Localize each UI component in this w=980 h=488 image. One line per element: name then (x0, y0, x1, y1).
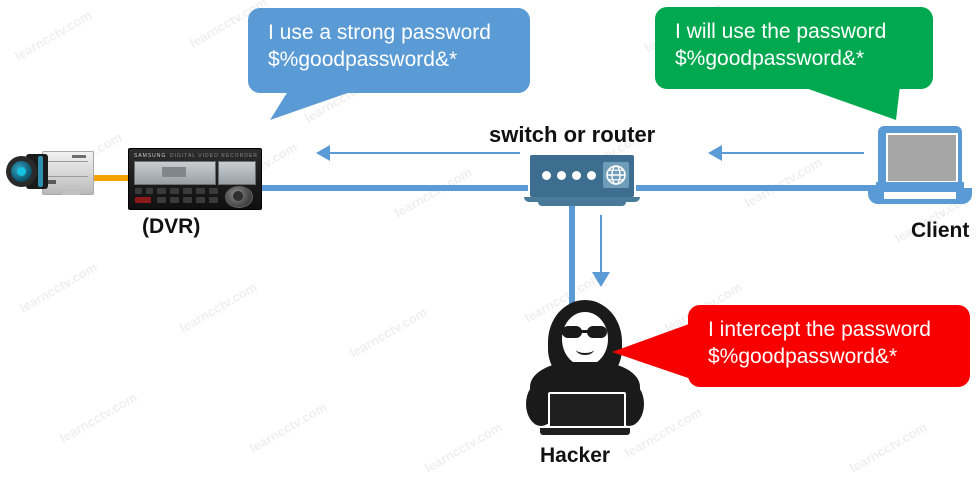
arrow-switch-to-hacker-line (600, 215, 602, 275)
camera-to-dvr-cable (88, 175, 144, 181)
client-bubble-tail (790, 86, 910, 122)
client-label: Client (911, 219, 970, 242)
watermark: learncctv.com (57, 389, 140, 446)
client-bubble-line2: $%goodpassword&* (675, 46, 865, 70)
globe-icon (603, 162, 629, 188)
client-bubble-line1: I will use the password (675, 20, 887, 43)
dvr-speech-bubble[interactable]: I use a strong password $%goodpassword&* (248, 8, 530, 93)
network-switch-icon[interactable] (524, 155, 640, 211)
hacker-speech-bubble[interactable]: I intercept the password $%goodpassword&… (688, 305, 970, 387)
watermark: learncctv.com (247, 399, 330, 456)
dvr-bubble-line1: I use a strong password (268, 21, 491, 44)
switch-label: switch or router (489, 122, 656, 147)
hacker-bubble-line1: I intercept the password (708, 318, 931, 341)
hacker-label: Hacker (540, 444, 611, 467)
dvr-bubble-tail (262, 88, 372, 122)
watermark: learncctv.com (347, 304, 430, 361)
dvr-label: (DVR) (142, 215, 201, 238)
watermark: learncctv.com (177, 279, 260, 336)
switch-to-client-link (636, 185, 884, 191)
watermark: learncctv.com (847, 419, 930, 476)
arrow-client-to-switch-line (722, 152, 864, 154)
hacker-icon[interactable] (524, 300, 646, 435)
arrow-switch-to-dvr-line (330, 152, 520, 154)
dvr-bubble-line2: $%goodpassword&* (268, 47, 458, 71)
arrow-switch-to-hacker-head (592, 272, 610, 287)
watermark: learncctv.com (12, 7, 95, 64)
cctv-camera-icon[interactable] (2, 145, 94, 203)
laptop-icon[interactable] (868, 126, 972, 210)
watermark: learncctv.com (17, 259, 100, 316)
client-speech-bubble[interactable]: I will use the password $%goodpassword&* (655, 7, 933, 89)
watermark: learncctv.com (392, 164, 475, 221)
hacker-bubble-line2: $%goodpassword&* (708, 344, 898, 368)
hacker-bubble-tail (612, 320, 702, 386)
watermark: learncctv.com (742, 154, 825, 211)
dvr-icon[interactable]: SAMSUNG DIGITAL VIDEO RECORDER (128, 148, 262, 210)
switch-to-hacker-link (569, 205, 575, 333)
watermark: learncctv.com (422, 419, 505, 476)
dvr-to-switch-link (258, 185, 528, 191)
arrow-switch-to-dvr-head (316, 145, 330, 161)
arrow-client-to-switch-head (708, 145, 722, 161)
